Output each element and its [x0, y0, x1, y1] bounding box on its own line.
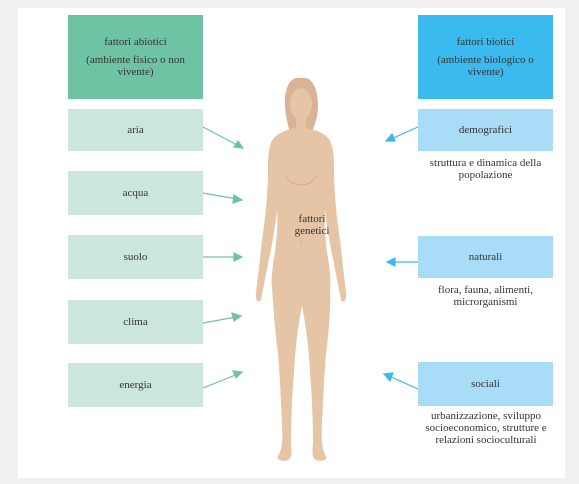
biotic-item-label: naturali: [469, 251, 503, 263]
biotic-caption-sociali: urbanizzazione, sviluppo socioeconomico,…: [416, 410, 556, 446]
abiotic-subtitle: (ambiente fisico o non vivente): [86, 54, 186, 78]
biotic-title: fattori biotici: [457, 36, 515, 48]
arrow-aria: [203, 127, 239, 146]
abiotic-item-label: aria: [127, 124, 143, 136]
arrow-head-sociali: [384, 373, 393, 381]
biotic-caption-naturali: flora, fauna, alimenti, microrganismi: [423, 284, 548, 308]
biotic-header-box: fattori biotici (ambiente biologico o vi…: [418, 15, 553, 99]
biotic-item-label: sociali: [471, 378, 500, 390]
biotic-subtitle: (ambiente biologico o vivente): [436, 54, 536, 78]
arrow-head-acqua: [233, 195, 242, 203]
abiotic-header-box: fattori abiotici (ambiente fisico o non …: [68, 15, 203, 99]
arrow-energia: [203, 374, 238, 388]
human-body-figure: [256, 78, 346, 461]
arrow-head-aria: [234, 141, 243, 148]
abiotic-item-label: energia: [119, 379, 151, 391]
arrow-head-demografici: [386, 134, 395, 141]
abiotic-item-aria: aria: [68, 109, 203, 151]
biotic-item-label: demografici: [459, 124, 512, 136]
arrow-head-energia: [233, 371, 242, 378]
abiotic-item-label: acqua: [123, 187, 149, 199]
biotic-caption-demografici: struttura e dinamica della popolazione: [418, 157, 553, 181]
biotic-item-naturali: naturali: [418, 236, 553, 278]
genetic-factors-label: fattori genetici: [282, 213, 342, 237]
abiotic-item-energia: energia: [68, 363, 203, 407]
abiotic-item-label: clima: [123, 316, 147, 328]
abiotic-item-suolo: suolo: [68, 235, 203, 279]
abiotic-item-clima: clima: [68, 300, 203, 344]
arrow-head-clima: [232, 313, 241, 321]
arrow-head-suolo: [234, 253, 242, 261]
arrow-sociali: [389, 376, 418, 389]
arrow-clima: [203, 317, 236, 323]
arrow-head-naturali: [387, 258, 395, 266]
abiotic-title: fattori abiotici: [104, 36, 167, 48]
arrow-demografici: [391, 127, 418, 139]
biotic-item-demografici: demografici: [418, 109, 553, 151]
arrow-acqua: [203, 193, 237, 199]
abiotic-item-acqua: acqua: [68, 171, 203, 215]
abiotic-item-label: suolo: [124, 251, 148, 263]
biotic-item-sociali: sociali: [418, 362, 553, 406]
